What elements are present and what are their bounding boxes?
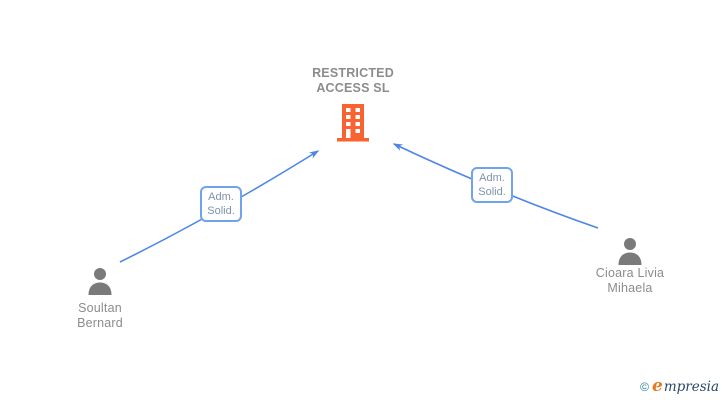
brand-name: mpresia: [663, 379, 719, 395]
person-name-line-1: Soultan: [78, 301, 122, 315]
company-name-line-1: RESTRICTED: [312, 66, 394, 80]
company-name-line-2: ACCESS SL: [316, 81, 390, 95]
person-node-soultan-bernard[interactable]: [87, 267, 113, 300]
edge-label-line-2: Solid.: [478, 186, 506, 198]
person-name-line-2: Mihaela: [607, 281, 653, 295]
person-name-line-1: Cioara Livia: [595, 266, 665, 280]
brand-initial: e: [651, 376, 663, 396]
person-node-label-soultan-bernard: Soultan Bernard: [40, 301, 160, 331]
person-name-line-2: Bernard: [77, 316, 123, 330]
building-icon: [337, 104, 369, 142]
edge-label-line-2: Solid.: [207, 205, 235, 217]
company-node[interactable]: [335, 102, 371, 147]
copyright-icon: ©: [640, 380, 649, 394]
person-node-label-cioara-livia-mihaela: Cioara Livia Mihaela: [570, 266, 690, 296]
edge-label-line-1: Adm.: [208, 191, 234, 203]
company-node-label: RESTRICTED ACCESS SL: [273, 66, 433, 96]
edge-label-adm-solid-right: Adm. Solid.: [471, 167, 513, 203]
empresia-watermark: © e mpresia: [640, 376, 719, 396]
person-node-cioara-livia-mihaela[interactable]: [617, 237, 643, 270]
edge-label-adm-solid-left: Adm. Solid.: [200, 186, 242, 222]
person-icon: [88, 268, 112, 295]
person-icon: [618, 238, 642, 265]
edge-label-line-1: Adm.: [479, 172, 505, 184]
